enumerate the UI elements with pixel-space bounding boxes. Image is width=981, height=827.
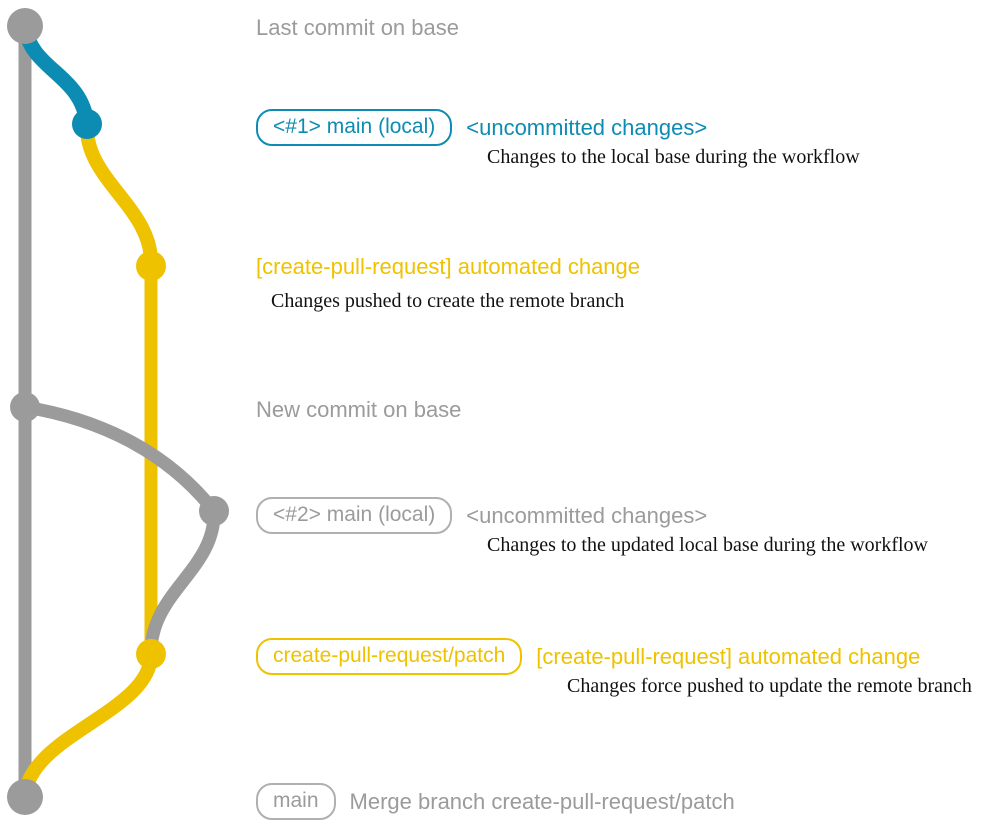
commit-node-remote-2[interactable] (136, 639, 166, 669)
commit-subject-remote-2: [create-pull-request] automated change (536, 643, 921, 669)
commit-description-local-2: Changes to the updated local base during… (487, 534, 928, 556)
commit-node-base-head[interactable] (7, 8, 43, 44)
edge-local2-to-remote2 (144, 504, 221, 661)
headline-last-commit-on-base: Last commit on base (256, 15, 459, 40)
commit-row-merge: main Merge branch create-pull-request/pa… (256, 783, 735, 820)
edge-basenew-to-local2 (18, 400, 221, 518)
branch-pill-local-2[interactable]: <#2> main (local) (256, 497, 453, 534)
commit-subject-remote-1: [create-pull-request] automated change (256, 254, 641, 279)
commit-row-remote-2: create-pull-request/patch [create-pull-r… (256, 638, 920, 675)
commit-row-local-2: <#2> main (local) <uncommitted changes> (256, 497, 707, 534)
commit-row-local-1: <#1> main (local) <uncommitted changes> (256, 109, 707, 146)
commit-node-local-1[interactable] (72, 109, 102, 139)
branch-pill-remote-2[interactable]: create-pull-request/patch (256, 638, 523, 675)
commit-subject-local-1: <uncommitted changes> (466, 114, 708, 140)
branch-pill-main[interactable]: main (256, 783, 336, 820)
edge-remote2-to-merge (18, 647, 159, 804)
commit-node-remote-1[interactable] (136, 251, 166, 281)
commit-description-local-1: Changes to the local base during the wor… (487, 146, 860, 168)
headline-new-commit-on-base: New commit on base (256, 397, 462, 422)
edge-local1-to-remote1 (79, 117, 159, 273)
commit-node-merge[interactable] (7, 779, 43, 815)
commit-description-remote-2: Changes force pushed to update the remot… (567, 675, 972, 697)
branch-pill-local-1[interactable]: <#1> main (local) (256, 109, 453, 146)
commit-node-base-new[interactable] (10, 392, 40, 422)
commit-description-remote-1: Changes pushed to create the remote bran… (271, 290, 625, 312)
commit-node-local-2[interactable] (199, 496, 229, 526)
commit-subject-local-2: <uncommitted changes> (466, 502, 708, 528)
commit-subject-merge: Merge branch create-pull-request/patch (349, 788, 735, 814)
